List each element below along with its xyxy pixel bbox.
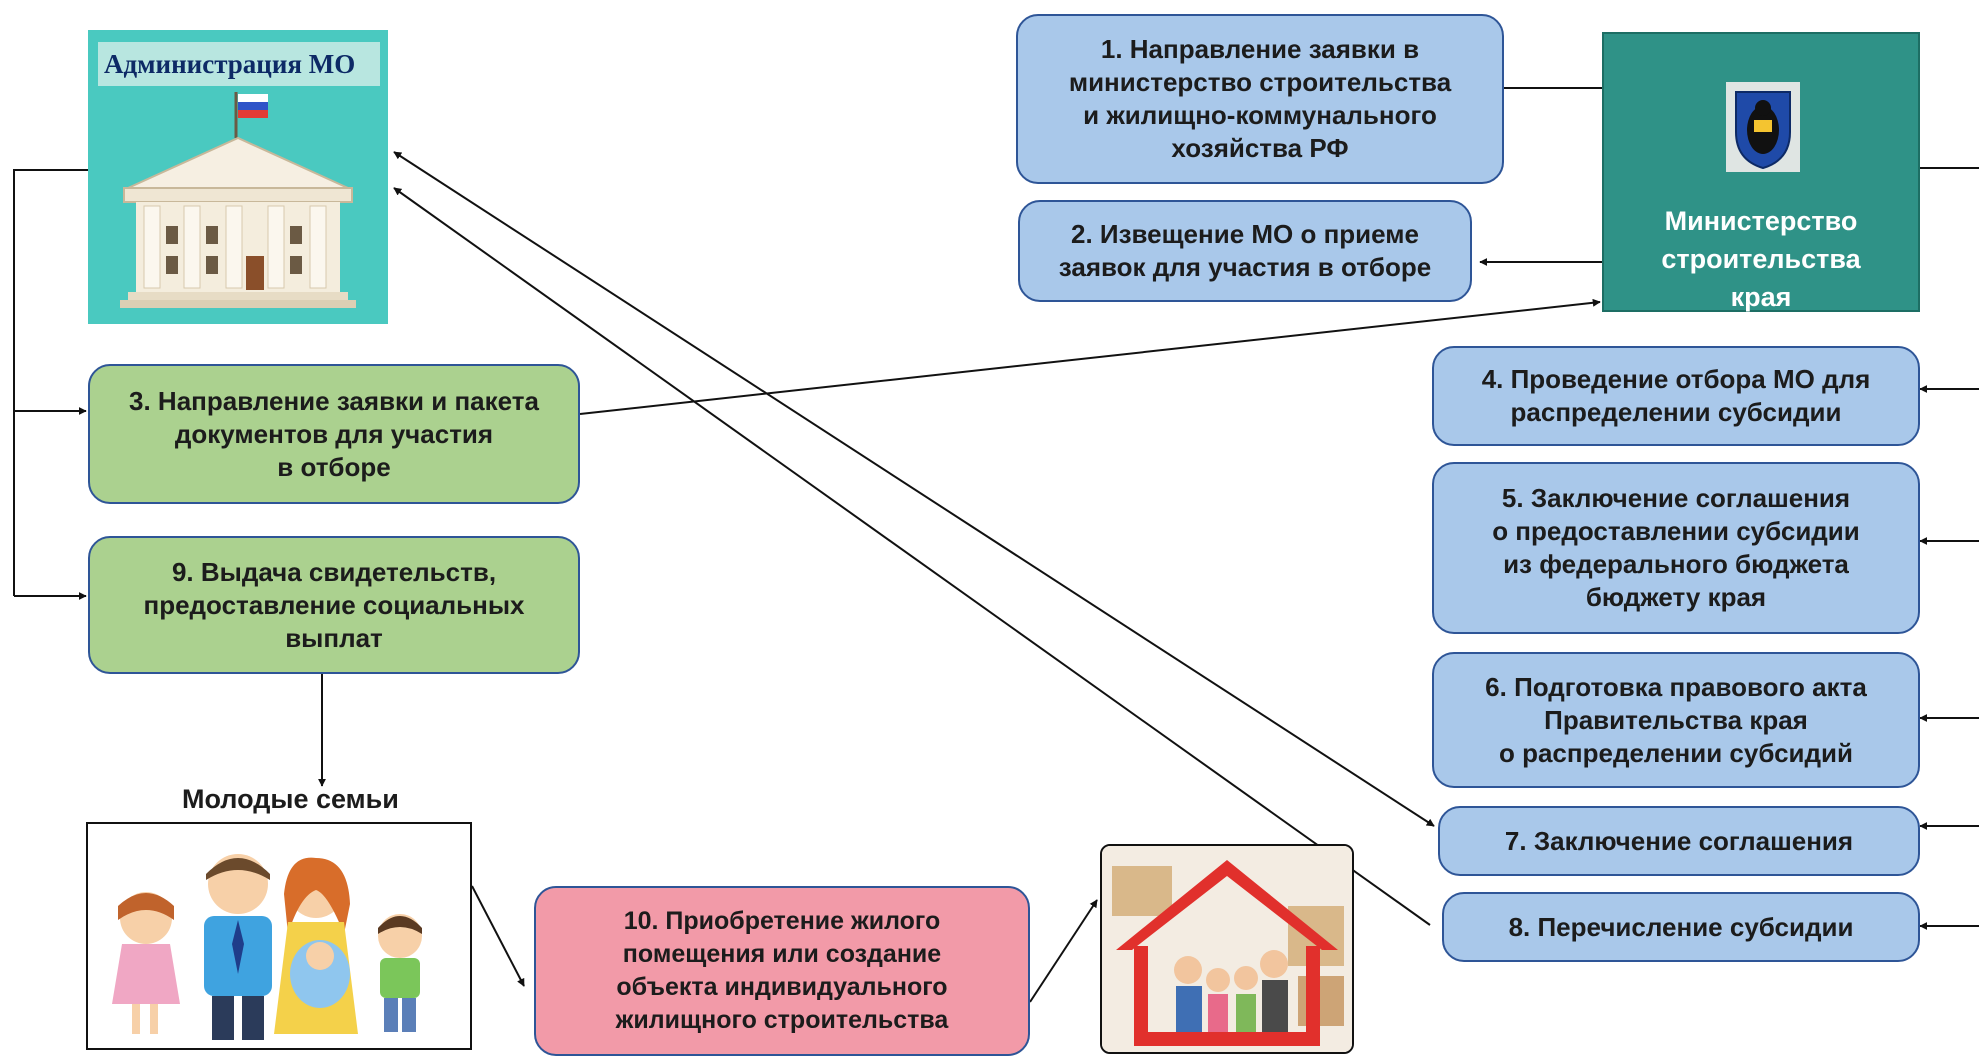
- step-1-box: 1. Направление заявки в министерство стр…: [1016, 14, 1504, 184]
- arrow-families-to-step10: [471, 885, 525, 987]
- administration-title: Администрация МО: [98, 42, 380, 86]
- step-9-box: 9. Выдача свидетельств, предоставление с…: [88, 536, 580, 674]
- ministry-label: Министерство строительства края: [1661, 206, 1861, 312]
- step-8-box: 8. Перечисление субсидии: [1442, 892, 1920, 962]
- step-10-box: 10. Приобретение жилого помещения или со…: [534, 886, 1030, 1056]
- arrow-step8-to-admin: [393, 187, 1431, 926]
- young-families-image: [86, 822, 472, 1050]
- step-3-box: 3. Направление заявки и пакета документо…: [88, 364, 580, 504]
- house-icon: [1102, 846, 1352, 1052]
- admin-left-bracket: [13, 169, 88, 596]
- families-caption: Молодые семьи: [182, 784, 399, 814]
- family-illustration-icon: [112, 854, 422, 1040]
- arrow-step7-to-admin: [393, 151, 1435, 827]
- step-7-box: 7. Заключение соглашения: [1438, 806, 1920, 876]
- step-5-box: 5. Заключение соглашения о предоставлени…: [1432, 462, 1920, 634]
- ministry-construction-box: Министерство строительства края: [1602, 32, 1920, 312]
- step-2-box: 2. Извещение МО о приеме заявок для учас…: [1018, 200, 1472, 302]
- house-family-image: [1100, 844, 1354, 1054]
- coat-of-arms-icon: [1726, 82, 1800, 172]
- step-4-box: 4. Проведение отбора МО для распределени…: [1432, 346, 1920, 446]
- arrow-step10-to-house: [1029, 899, 1098, 1003]
- government-building-icon: [120, 92, 356, 308]
- administration-mo: Администрация МО: [88, 30, 388, 324]
- step-6-box: 6. Подготовка правового акта Правительст…: [1432, 652, 1920, 788]
